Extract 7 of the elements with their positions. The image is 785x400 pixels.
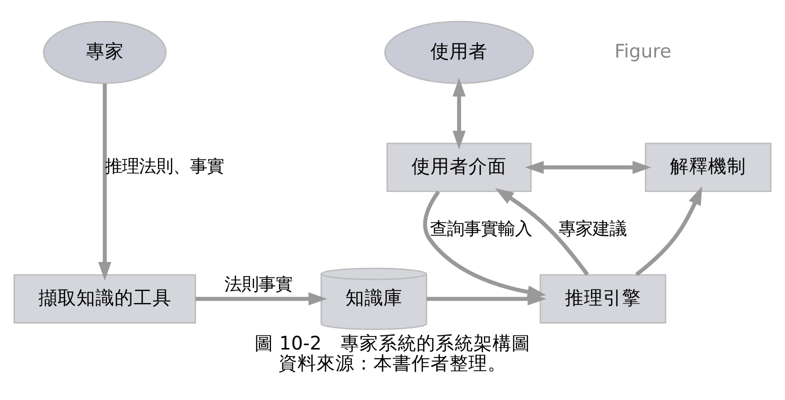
caption: 資料來源：本書作者整理。 <box>278 352 506 374</box>
edge-label: 專家建議 <box>558 219 626 240</box>
edge-label: 推理法則、事實 <box>105 156 224 176</box>
diagram-title: 圖 10-2 專家系統的系統架構圖 <box>254 332 531 354</box>
edge-label: 法則事實 <box>224 274 292 295</box>
edge-label: 查詢事實輸入 <box>430 219 532 240</box>
label: Figure <box>614 40 672 62</box>
